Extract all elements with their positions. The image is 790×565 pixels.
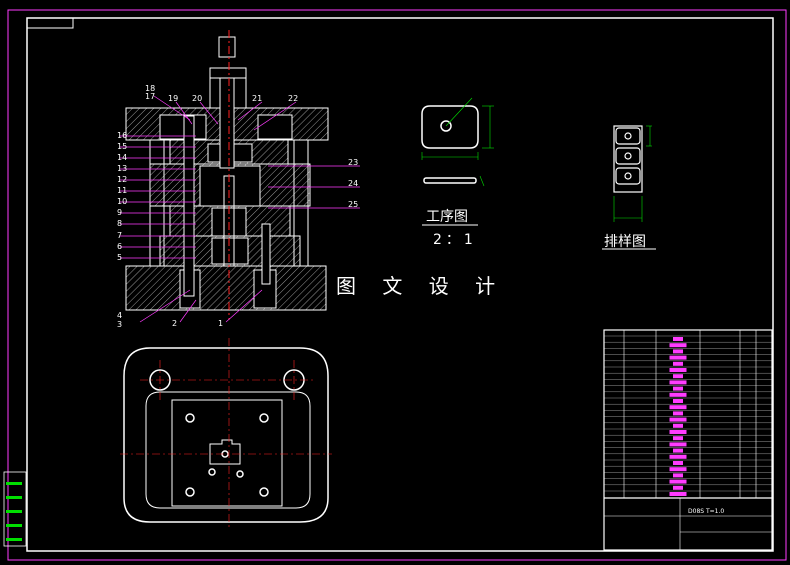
balloon-7: 7 xyxy=(117,231,122,240)
parts-row-mark xyxy=(673,374,683,379)
parts-row-mark xyxy=(673,461,683,465)
parts-row-mark xyxy=(669,392,687,397)
parts-row-mark xyxy=(673,349,683,354)
parts-row-mark xyxy=(673,485,683,490)
parts-row-mark xyxy=(673,473,683,478)
parts-list-rows xyxy=(604,335,772,496)
process-drawing-label: 工序图 xyxy=(426,209,468,225)
process-dimensions xyxy=(421,97,494,187)
watermark-text: 图 文 设 计 xyxy=(336,274,506,298)
parts-row-mark xyxy=(673,399,683,403)
margin-tag xyxy=(3,471,27,547)
process-scale-label: 2：1 xyxy=(433,232,477,248)
balloon-17: 17 xyxy=(145,92,155,101)
strip-dimensions xyxy=(613,125,652,222)
parts-row-mark xyxy=(673,436,683,441)
leader-lines xyxy=(120,95,360,323)
title-block-material: D08S T=1.0 xyxy=(688,508,725,515)
parts-list xyxy=(603,329,773,551)
corner-tab xyxy=(26,17,74,29)
balloon-20: 20 xyxy=(192,94,202,103)
plan-center-lines xyxy=(120,338,332,530)
balloon-10: 10 xyxy=(117,197,127,206)
balloon-16: 16 xyxy=(117,131,127,140)
balloon-21: 21 xyxy=(252,94,262,103)
strip-layout-label: 排样图 xyxy=(604,234,646,250)
parts-row-mark xyxy=(669,430,687,434)
balloon-4: 4 xyxy=(117,311,122,320)
balloon-25: 25 xyxy=(348,200,358,209)
balloon-8: 8 xyxy=(117,219,122,228)
balloon-22: 22 xyxy=(288,94,298,103)
inner-frame xyxy=(26,17,774,552)
balloon-9: 9 xyxy=(117,208,122,217)
balloon-1: 1 xyxy=(218,319,223,328)
parts-row-mark xyxy=(669,492,687,496)
balloon-23: 23 xyxy=(348,158,358,167)
parts-row-mark xyxy=(673,448,683,453)
parts-row-mark xyxy=(669,343,687,348)
outer-frame xyxy=(7,9,787,561)
parts-row-mark xyxy=(669,355,687,360)
parts-row-mark xyxy=(669,405,687,410)
balloon-5: 5 xyxy=(117,253,122,262)
balloon-19: 19 xyxy=(168,94,178,103)
balloon-11: 11 xyxy=(117,186,127,195)
die-section-view xyxy=(125,30,329,320)
parts-row-mark xyxy=(669,467,687,472)
balloon-15: 15 xyxy=(117,142,127,151)
balloon-24: 24 xyxy=(348,179,358,188)
balloon-3: 3 xyxy=(117,320,122,329)
parts-row-mark xyxy=(673,386,683,391)
parts-row-mark xyxy=(669,454,687,459)
margin-tag-cells xyxy=(6,482,22,541)
process-part-view xyxy=(421,105,479,184)
strip-layout-view xyxy=(613,125,643,193)
balloon-12: 12 xyxy=(117,175,127,184)
die-plan-view xyxy=(123,347,329,523)
parts-row-mark xyxy=(673,361,683,366)
balloon-2: 2 xyxy=(172,319,177,328)
balloon-18: 18 xyxy=(145,84,155,93)
parts-row-mark xyxy=(669,442,687,447)
parts-row-mark xyxy=(669,368,687,372)
parts-row-mark xyxy=(669,417,687,422)
parts-row-mark xyxy=(669,479,687,484)
balloon-14: 14 xyxy=(117,153,127,162)
parts-row-mark xyxy=(673,423,683,428)
parts-row-mark xyxy=(673,337,683,341)
balloon-6: 6 xyxy=(117,242,122,251)
balloon-13: 13 xyxy=(117,164,127,173)
parts-row-mark xyxy=(669,380,687,385)
parts-row-mark xyxy=(673,411,683,416)
